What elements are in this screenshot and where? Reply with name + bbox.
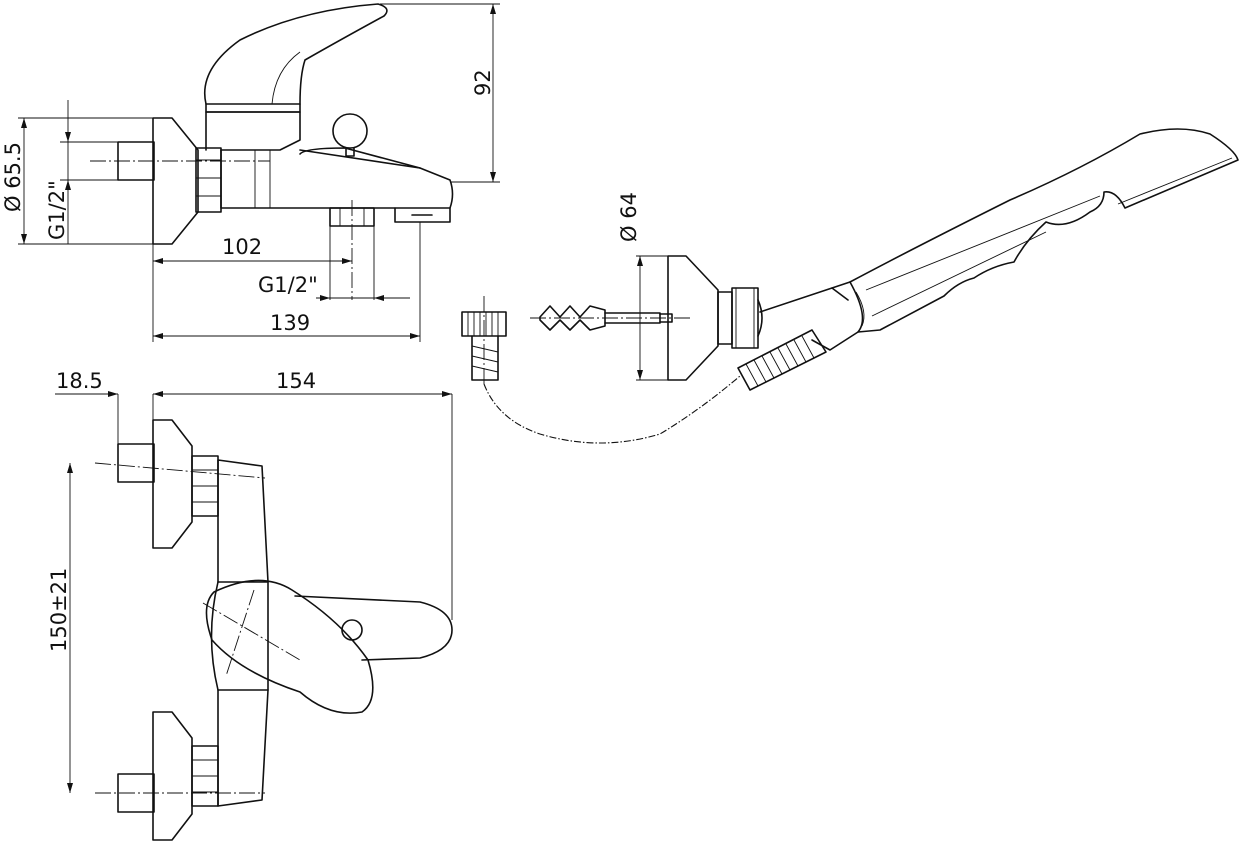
shower-holder — [636, 255, 763, 381]
dim-height-92: 92 — [471, 69, 495, 96]
hose-connector — [461, 296, 507, 386]
mixer-top-view — [94, 419, 453, 841]
dim-thread-g12-outlet: G1/2" — [258, 273, 318, 297]
mixer-side-view — [90, 3, 454, 300]
dim-length-139: 139 — [270, 311, 310, 335]
dim-diameter-64: Ø 64 — [617, 192, 641, 242]
dim-length-102: 102 — [222, 235, 262, 259]
dim-thread-g12-left: G1/2" — [45, 180, 69, 240]
dim-diameter-65-5: Ø 65.5 — [1, 142, 25, 212]
dim-spacing-150: 150±21 — [47, 568, 71, 652]
shower-hose — [483, 329, 827, 444]
side-view-dimensions — [18, 3, 500, 342]
dim-offset-18-5: 18.5 — [56, 369, 103, 393]
wall-plug-screw — [530, 305, 690, 331]
hand-shower — [759, 128, 1239, 351]
dim-length-154: 154 — [276, 369, 316, 393]
top-view-dimensions — [55, 391, 453, 793]
